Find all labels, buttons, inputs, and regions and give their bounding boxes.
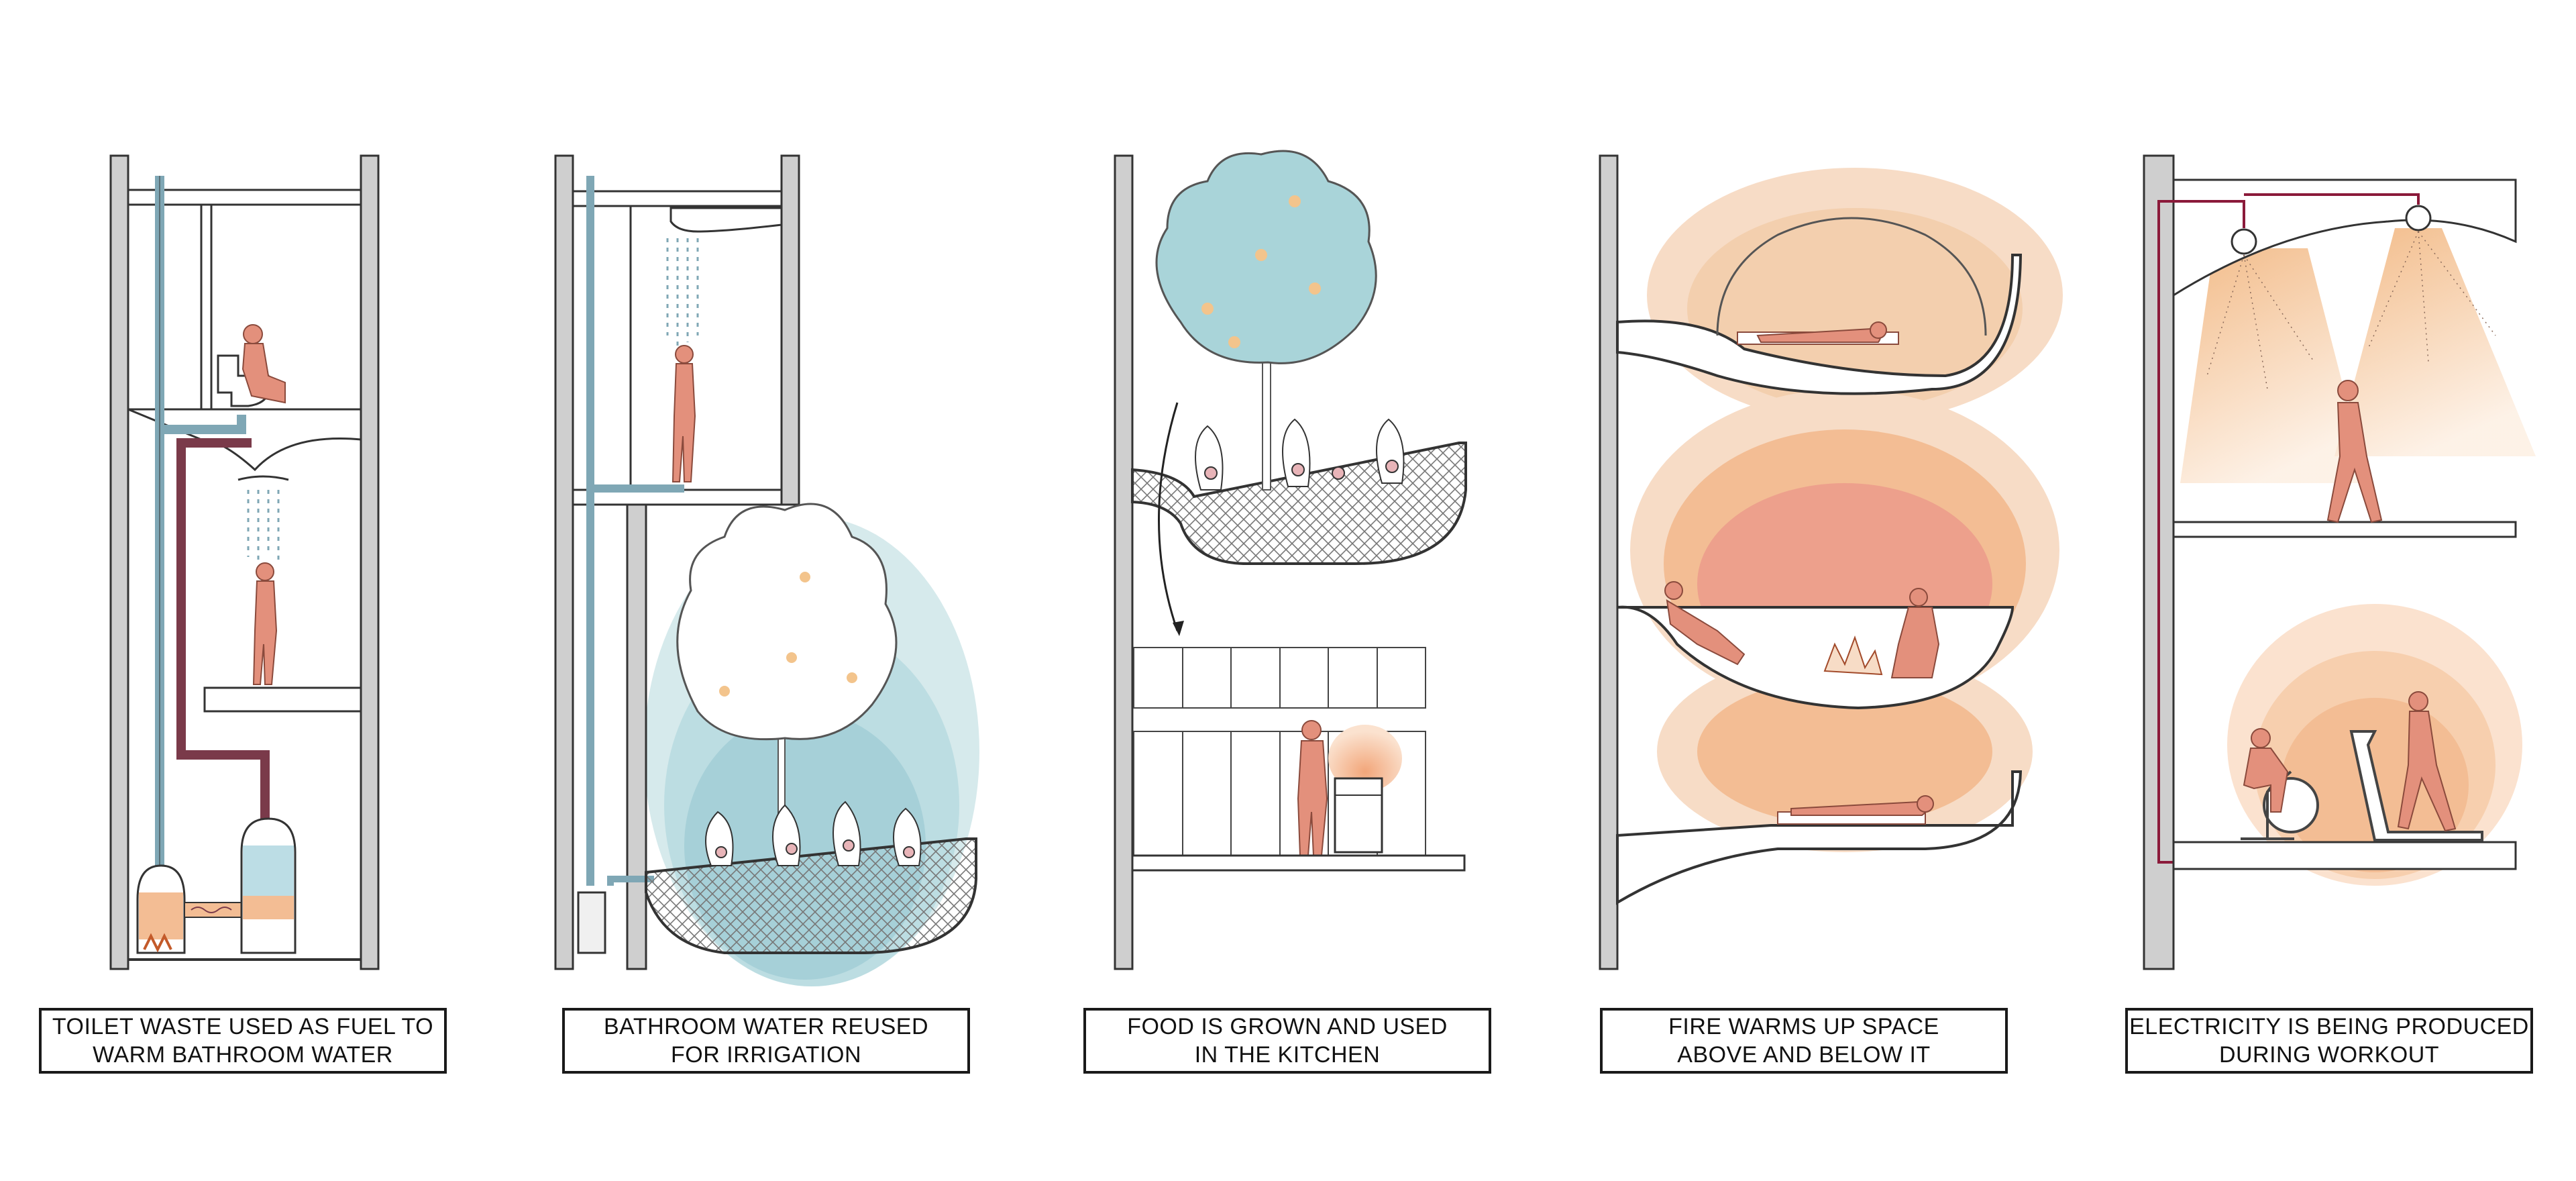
caption-line-1: ELECTRICITY IS BEING PRODUCED [2129,1014,2529,1039]
panel-electricity [2143,154,2536,970]
ceiling-light-beam-right [2334,228,2536,456]
panel-water-reuse [554,154,979,986]
caption-line-2: WARM BATHROOM WATER [93,1042,393,1068]
fire-icon [1823,635,1883,676]
caption-electricity: ELECTRICITY IS BEING PRODUCED DURING WOR… [2125,1008,2533,1074]
cook-person-icon [1297,720,1328,856]
seated-person-right-icon [1890,588,1940,678]
kitchen-floor [1131,854,1466,872]
waste-digester-icon [136,864,242,954]
left-wall [109,154,129,970]
ceiling-light-icon [2231,228,2257,255]
panel-fire-heat [1599,154,2063,970]
caption-water-reuse: BATHROOM WATER REUSED FOR IRRIGATION [562,1008,970,1074]
harvest-arrow [1158,402,1179,631]
caption-line-2: FOR IRRIGATION [670,1042,862,1068]
caption-line-2: ABOVE AND BELOW IT [1677,1042,1931,1068]
caption-line-1: FIRE WARMS UP SPACE [1668,1014,1939,1039]
lying-person-icon [1777,795,1934,825]
stove-heat-glow [1328,725,1402,792]
caption-line-2: DURING WORKOUT [2218,1042,2440,1068]
caption-toilet-waste: TOILET WASTE USED AS FUEL TO WARM BATHRO… [39,1008,447,1074]
seated-person-left-icon [1664,581,1746,666]
vegetable-plants-icon [705,801,922,866]
caption-line-1: TOILET WASTE USED AS FUEL TO [52,1014,434,1039]
ceiling-light-beam-left [2180,248,2368,483]
runner-person-icon [2397,691,2457,832]
caption-line-1: FOOD IS GROWN AND USED [1127,1014,1448,1039]
filter-tank-icon [577,891,606,954]
caption-line-1: BATHROOM WATER REUSED [604,1014,928,1039]
fruit-tree-icon [676,503,898,853]
ceiling-light-icon [2405,205,2432,232]
oven-icon [1334,777,1383,854]
caption-fire-heat: FIRE WARMS UP SPACE ABOVE AND BELOW IT [1600,1008,2008,1074]
caption-line-2: IN THE KITCHEN [1194,1042,1381,1068]
treadmill-icon [2349,730,2483,841]
walking-person-icon [2326,380,2383,523]
person-on-toilet-icon [241,324,286,404]
showering-person-icon [672,345,696,482]
sleeping-person-icon [1737,321,1899,345]
water-heater-tank-icon [240,817,297,954]
right-wall [360,154,380,970]
fruit-tree-icon [1155,150,1377,491]
panel-food-kitchen [1114,150,1467,970]
caption-food-kitchen: FOOD IS GROWN AND USED IN THE KITCHEN [1083,1008,1491,1074]
panel-toilet-waste [109,154,380,970]
showering-person-icon [252,562,278,685]
waste-pipe [176,438,270,825]
planter-bed [645,837,977,954]
cyclist-person-icon [2243,728,2289,813]
vegetable-plants-icon [1195,418,1405,491]
